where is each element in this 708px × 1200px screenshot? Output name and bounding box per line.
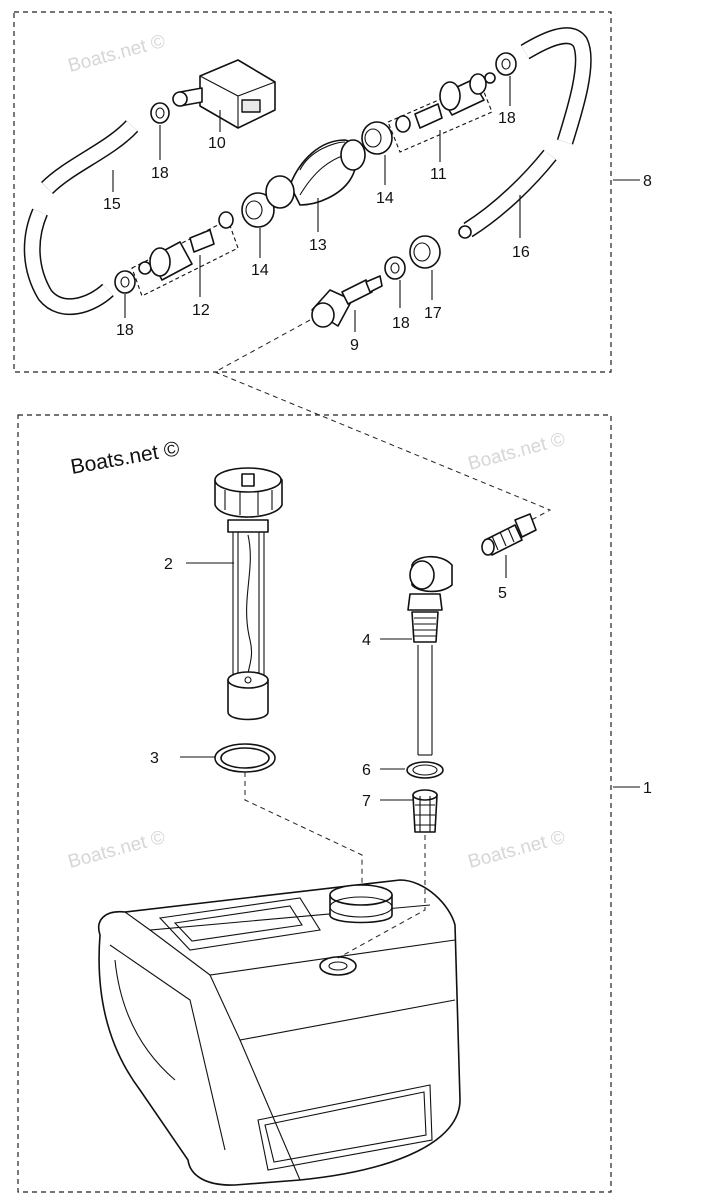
label-4: 4: [362, 632, 371, 649]
hose-16: [458, 27, 592, 239]
label-12: 12: [192, 302, 210, 319]
label-14-a: 14: [251, 262, 269, 279]
nut-18-c: [114, 270, 136, 294]
label-16: 16: [512, 244, 530, 261]
label-15: 15: [103, 196, 121, 213]
connection-dashline: [213, 319, 552, 526]
upper-assembly-box: [13, 11, 612, 373]
boot-17: [409, 235, 441, 269]
watermark-3: Boats.net ©: [66, 827, 168, 873]
label-6: 6: [362, 762, 371, 779]
connector-12: [131, 211, 239, 297]
label-11: 11: [430, 166, 447, 183]
nut-18-b: [495, 52, 517, 76]
nut-18-a: [150, 102, 170, 124]
label-18-b: 18: [498, 110, 516, 127]
watermark-2: Boats.net ©: [466, 429, 568, 475]
fuel-tank-1: [98, 879, 461, 1186]
fuel-gauge-2: [214, 467, 283, 721]
o-ring-3: [214, 743, 276, 773]
watermark-4: Boats.net ©: [466, 827, 568, 873]
primer-bulb-13: [265, 139, 366, 209]
o-ring-6: [406, 761, 444, 779]
part-labels: 10 18 18 11 14 13 14 15 12 18 16 17 18 9…: [103, 110, 652, 810]
label-13: 13: [309, 237, 327, 254]
label-9: 9: [350, 337, 359, 354]
lower-assembly-box: [17, 414, 612, 1193]
fitting-9: [311, 275, 383, 328]
label-1: 1: [643, 780, 652, 797]
watermark-main: Boats.net ©: [69, 437, 182, 479]
label-7: 7: [362, 793, 371, 810]
label-18-c: 18: [116, 322, 134, 339]
upper-leaders: [112, 76, 640, 332]
hose-15: [23, 120, 139, 315]
label-5: 5: [498, 585, 507, 602]
connector-10: [172, 59, 276, 129]
pickup-4: [407, 555, 453, 756]
connector-11: [387, 72, 496, 153]
label-10: 10: [208, 135, 226, 152]
nut-18-d: [384, 256, 406, 280]
label-2: 2: [164, 556, 173, 573]
label-18-a: 18: [151, 165, 169, 182]
label-14-b: 14: [376, 190, 394, 207]
grommet-14-b: [361, 121, 393, 155]
label-18-d: 18: [392, 315, 410, 332]
filter-7: [412, 789, 438, 833]
label-17: 17: [424, 305, 442, 322]
label-3: 3: [150, 750, 159, 767]
fitting-5: [481, 513, 537, 556]
grommet-14-a: [241, 192, 275, 228]
lower-leaders: [180, 555, 640, 959]
label-8: 8: [643, 173, 652, 190]
watermark-1: Boats.net ©: [66, 31, 168, 77]
